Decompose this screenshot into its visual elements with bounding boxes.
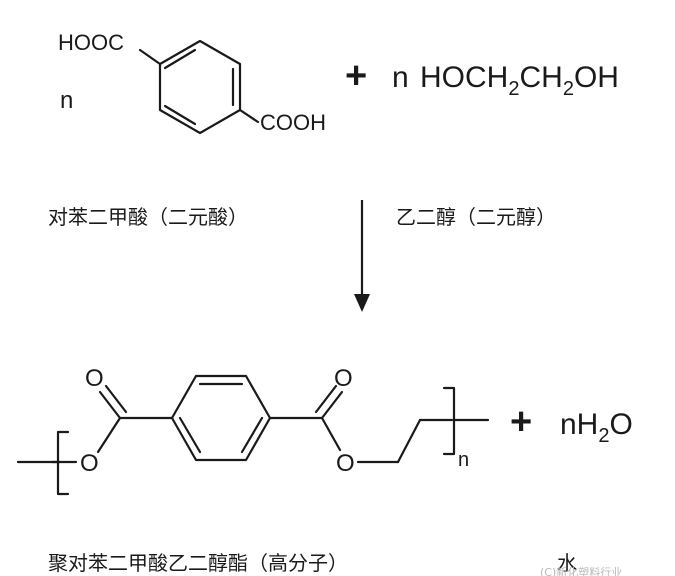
bond-to-cooh [238,108,260,124]
plus-sign-products: + [510,401,532,443]
bond-to-hooc [138,48,162,66]
reactant1-name: 对苯二甲酸（二元酸） [48,205,248,229]
reactant2-name: 乙二醇（二元醇） [396,205,556,229]
product-benzene-ring [170,374,272,462]
pet-repeat-unit-structure: O O O O n [16,365,490,496]
reaction-arrow [354,200,370,312]
reactant2-coefficient: n [392,61,409,94]
water-formula: nH2O [560,408,633,447]
reactant1-coefficient: n [60,87,73,114]
ethylene-glycol-formula: n HOCH2CH2OH [392,61,619,100]
byproduct-name: 水 [557,551,577,575]
product-name: 聚对苯二甲酸乙二醇酯（高分子） [48,551,348,575]
carbonyl-oxygen-left: O [85,365,104,392]
repeat-subscript: n [458,449,469,471]
reactant1-bottom-group: COOH [260,110,326,135]
terephthalic-acid-structure: n HOOC COOH [58,30,326,135]
carbonyl-oxygen-right: O [334,365,353,392]
reactant2-formula: HOCH2CH2OH [420,61,619,100]
ester-oxygen-left: O [80,450,99,477]
watermark: (C)新化塑料行业 [540,565,622,576]
ester-oxygen-right: O [336,450,355,477]
benzene-ring [158,39,242,135]
plus-sign-reactants: + [345,55,367,97]
reactant1-top-group: HOOC [58,30,124,55]
